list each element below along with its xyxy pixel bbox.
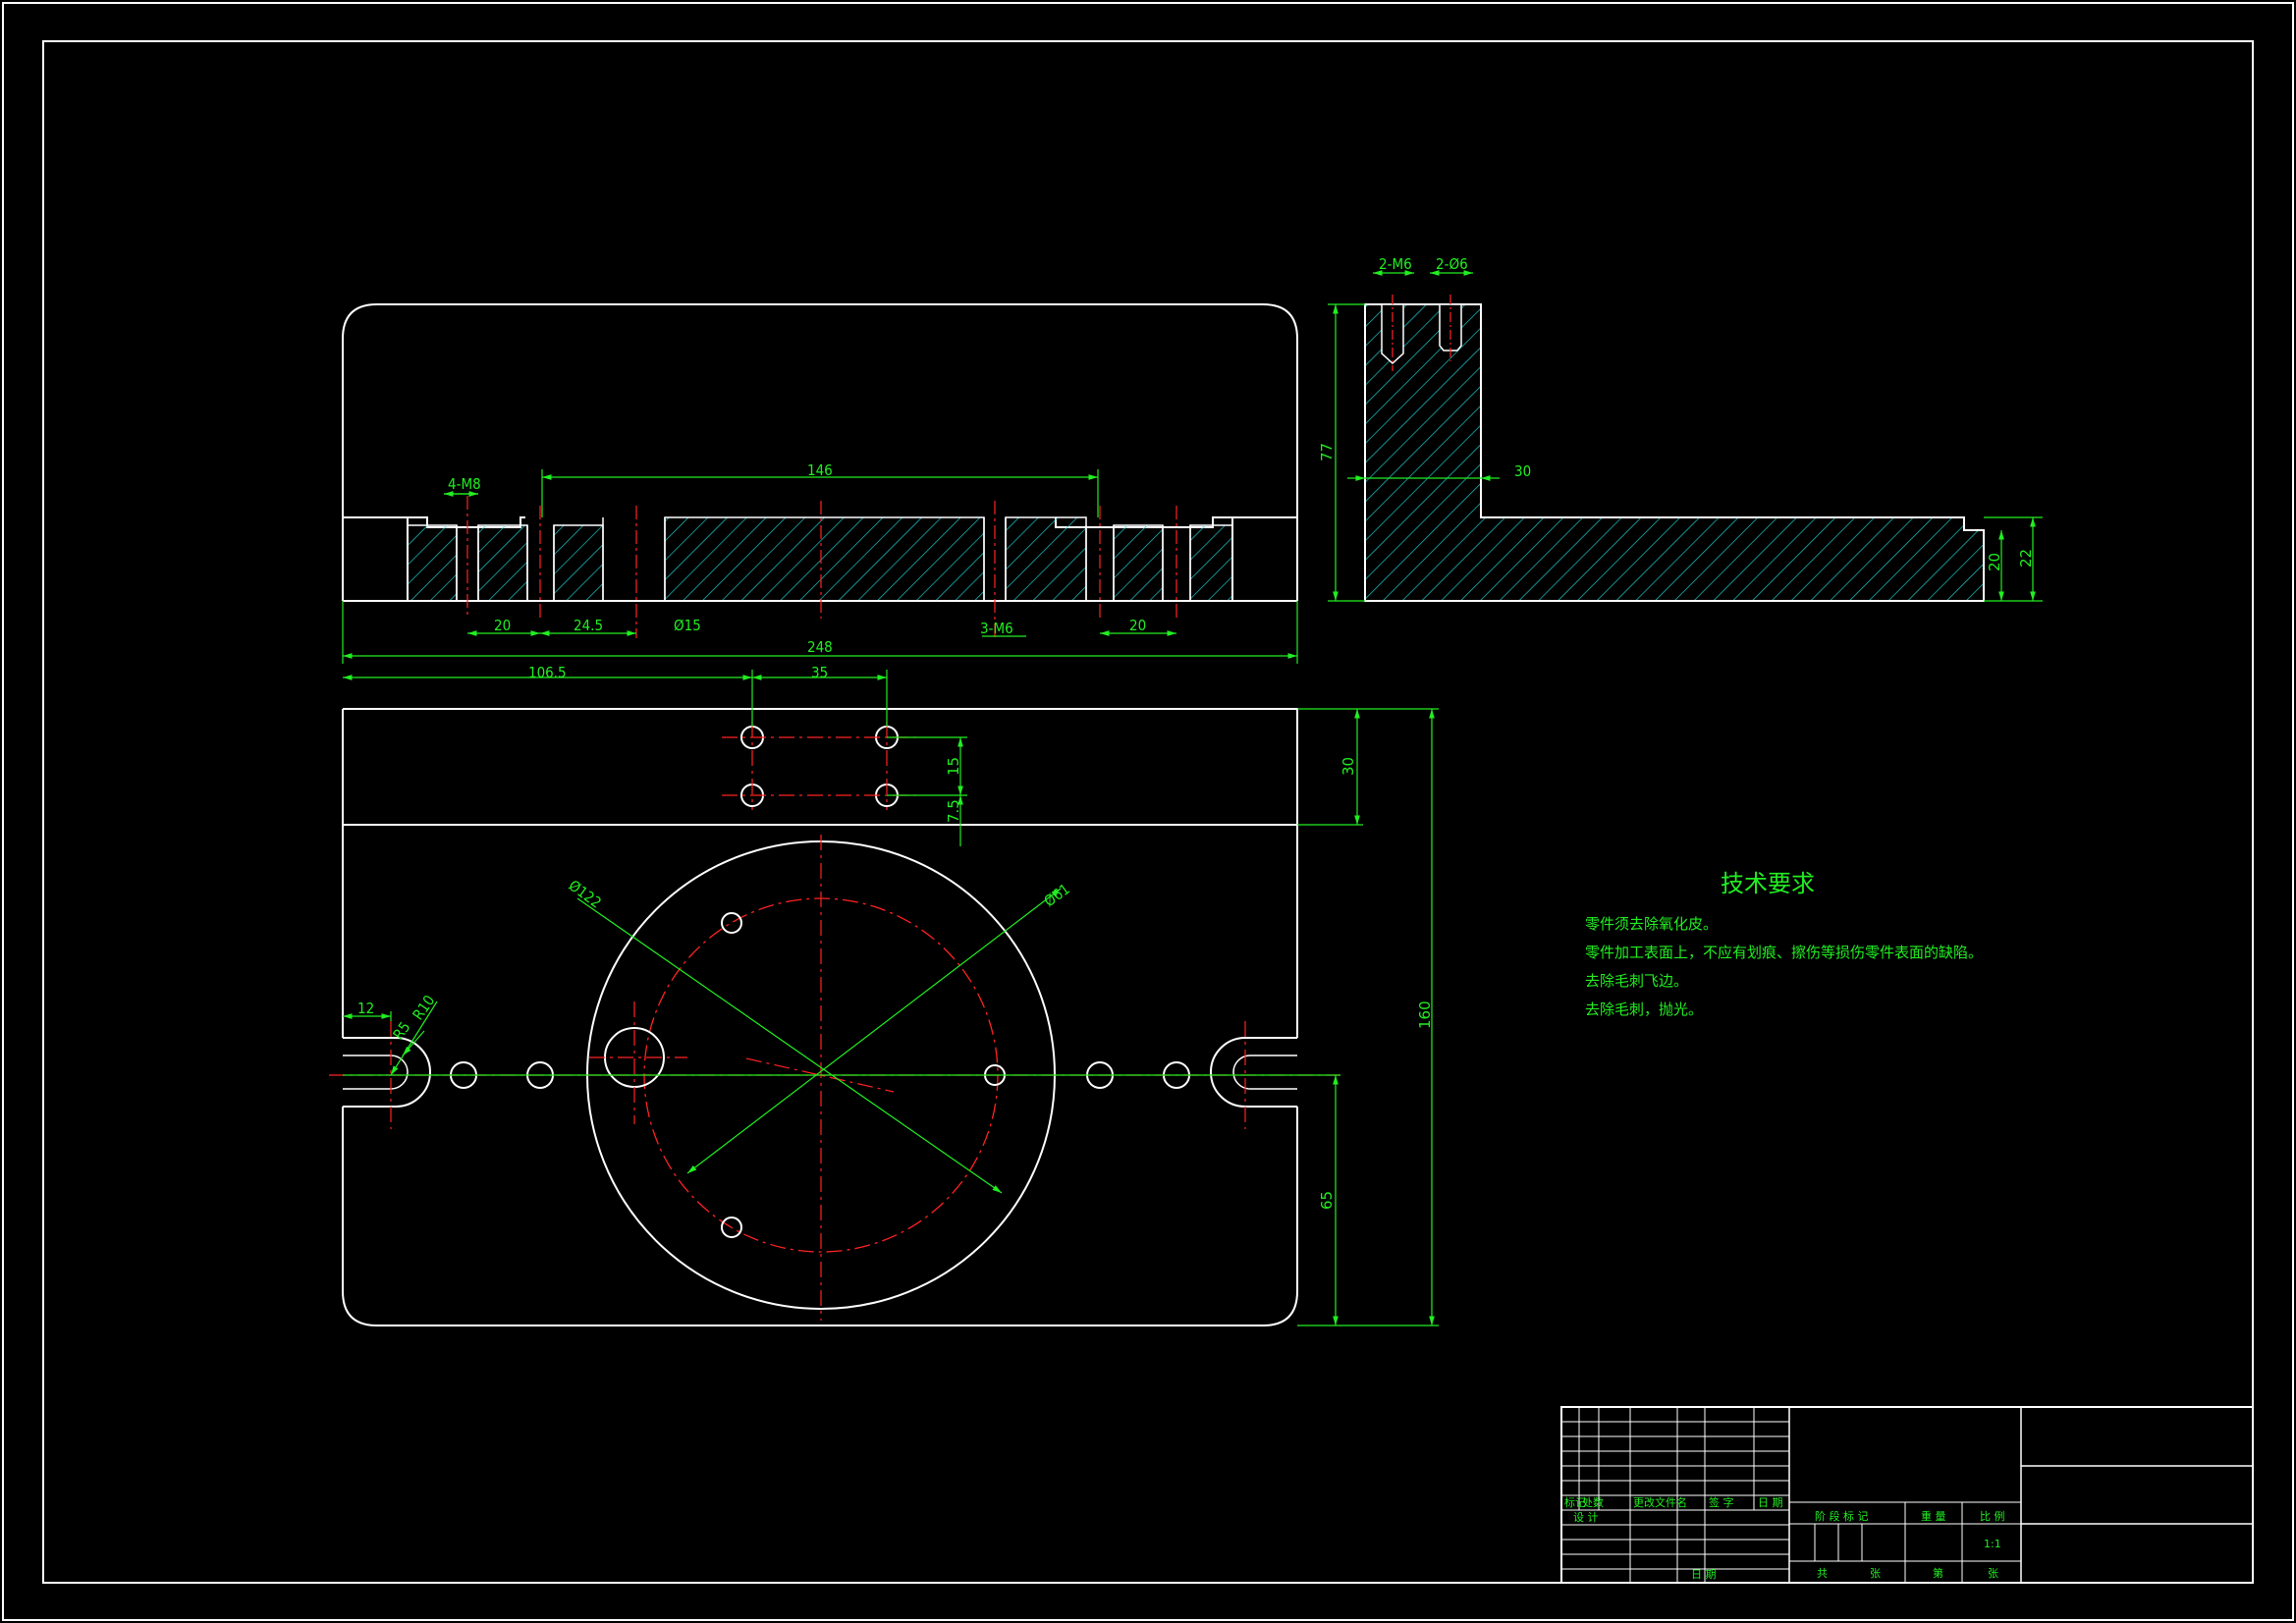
dim-77: 77: [1318, 443, 1336, 461]
tb-scale: 比 例: [1980, 1509, 2005, 1523]
dim-30-top: 30: [1339, 757, 1357, 776]
tb-total: 共: [1817, 1567, 1828, 1580]
tb-sheet: 张: [1870, 1567, 1881, 1580]
dim-dia-15: Ø15: [674, 617, 701, 634]
slot-right: [1210, 1037, 1297, 1108]
dim-r5: R5: [390, 1018, 414, 1043]
dim-20-side: 20: [1986, 553, 2003, 571]
dim-20-right: 20: [1129, 617, 1146, 634]
tb-stage-mark: 阶 段 标 记: [1815, 1509, 1869, 1523]
inner-drawing-frame: [42, 40, 2254, 1584]
tb-design: 设 计: [1573, 1511, 1599, 1524]
tech-req-line-1: 零件须去除氧化皮。: [1585, 915, 1718, 933]
tb-nth: 第: [1933, 1566, 1943, 1580]
section-block-5: [1005, 516, 1087, 602]
dim-dia-61: Ø61: [1041, 880, 1073, 910]
section-block-2: [477, 524, 528, 602]
tb-rev-count: 处数: [1582, 1496, 1604, 1509]
dim-3-m6: 3-M6: [980, 620, 1013, 637]
title-block: [1560, 1406, 2254, 1584]
dim-20-left: 20: [494, 617, 511, 634]
dim-160: 160: [1416, 1001, 1434, 1029]
dim-106-5: 106.5: [528, 664, 567, 681]
side-view-body: [1364, 303, 1985, 602]
dim-24-5: 24.5: [574, 617, 603, 634]
dim-7-5: 7.5: [945, 799, 962, 823]
dim-65: 65: [1318, 1191, 1336, 1210]
section-block-6: [1113, 524, 1164, 602]
dim-dia-122: Ø122: [566, 877, 605, 912]
plan-outline: [342, 708, 1298, 1326]
front-section-view: 4-M8 146 20 24.5 Ø15 3-M6 20 248: [342, 303, 1298, 664]
dim-15: 15: [945, 757, 962, 776]
top-plan-view: 106.5 35 15 7.5 30 160 65 12 R10 R5 Ø122…: [329, 664, 1439, 1326]
tb-rev-mark: 标记: [1564, 1495, 1586, 1509]
section-block-3: [553, 524, 604, 602]
dim-2-d6: 2-Ø6: [1436, 255, 1468, 273]
dim-22-side: 22: [2017, 549, 2035, 568]
section-block-1: [407, 524, 458, 602]
dim-4-m8: 4-M8: [448, 475, 481, 493]
tb-weight: 重 量: [1921, 1509, 1946, 1523]
tech-req-line-3: 去除毛刺飞边。: [1585, 972, 1688, 990]
section-block-4: [664, 516, 985, 602]
tech-req-line-4: 去除毛刺，抛光。: [1585, 1001, 1703, 1018]
dim-146: 146: [807, 461, 833, 479]
tb-sheet-2: 张: [1988, 1567, 1998, 1580]
dim-2-m6: 2-M6: [1379, 255, 1412, 273]
tb-date: 日 期: [1691, 1568, 1717, 1581]
dim-35: 35: [811, 664, 828, 681]
tb-rev-doc: 更改文件名: [1633, 1495, 1687, 1509]
section-block-7: [1189, 524, 1233, 602]
side-section-view: 2-M6 2-Ø6 77 30 20 22: [1318, 255, 2043, 602]
tb-rev-date: 日 期: [1758, 1496, 1783, 1509]
tb-rev-sign: 签 字: [1709, 1495, 1734, 1509]
front-view-outline: [342, 303, 1298, 517]
dim-30-side: 30: [1514, 462, 1531, 480]
slot-left: [343, 1037, 431, 1108]
dim-12: 12: [357, 1000, 374, 1017]
tech-req-line-2: 零件加工表面上，不应有划痕、擦伤等损伤零件表面的缺陷。: [1585, 944, 1983, 961]
tech-req-title: 技术要求: [1721, 870, 1815, 897]
tb-scale-value: 1:1: [1984, 1538, 2001, 1550]
technical-requirements: 技术要求 零件须去除氧化皮。 零件加工表面上，不应有划痕、擦伤等损伤零件表面的缺…: [1585, 870, 1983, 1018]
dim-248: 248: [807, 638, 833, 656]
dim-r10: R10: [410, 992, 439, 1023]
